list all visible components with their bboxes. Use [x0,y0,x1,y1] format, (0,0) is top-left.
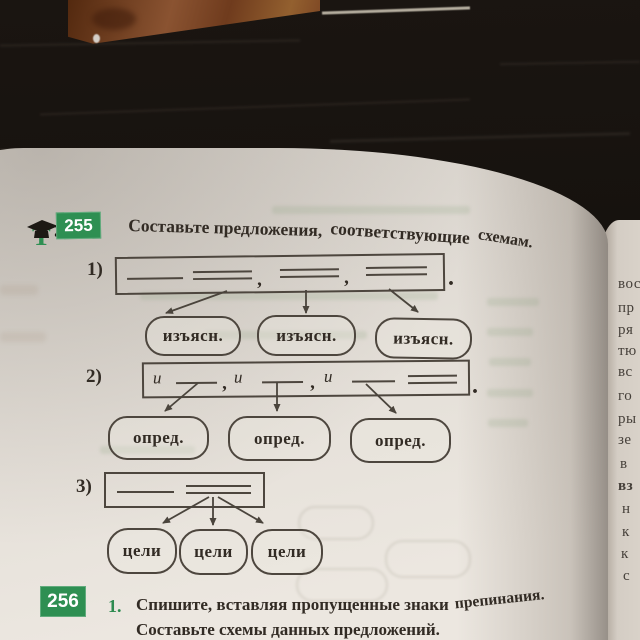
show-through-text [272,206,470,214]
show-through-text [487,389,533,397]
show-through-text [140,292,438,300]
clause-tag-pill: опред. [228,416,331,461]
subject-line [117,491,174,493]
show-through-text [488,419,528,427]
table-grain [40,98,470,116]
facing-page-text-fragment: го [618,388,633,404]
scheme-2-box: и , и , и [141,359,471,399]
facing-page-text-fragment: зе [618,432,632,448]
exercise-255-title: Составьте предложения, соответствующие с… [128,215,534,252]
facing-page-text-fragment: к [622,524,630,540]
facing-page-text-fragment: вз [618,478,634,494]
conjunction-i: и [323,366,333,386]
clause-tag-pill: изъясн. [145,316,241,356]
facing-page-text-fragment: пр [618,300,635,316]
predicate-line [365,266,428,276]
show-through-text [100,446,195,454]
sentence-period: . [448,265,454,291]
predicate-line [186,485,251,494]
book-corner-speck [93,34,100,43]
comma: , [221,372,227,394]
facing-page-text-fragment: ря [618,322,634,338]
predicate-line [279,268,340,278]
clause-tag-pill: изъясн. [257,315,356,356]
comma: , [309,371,315,393]
show-through-shape [385,540,471,578]
book-cover-stain [92,8,136,30]
clause-tag-pill: опред. [350,418,451,463]
comma: , [343,267,349,289]
subject-line [262,381,304,384]
table-grain [0,39,300,47]
show-through-text [489,358,531,366]
sentence-period: . [472,373,478,399]
show-through-text [487,328,533,336]
predicate-line [192,270,253,281]
scheme-3-label: 3) [76,476,92,497]
facing-page-text-fragment: с [623,568,631,584]
facing-page-text-fragment: в [620,456,628,472]
clause-tag-pill: опред. [108,416,209,460]
table-grain [330,132,630,143]
facing-page-text-fragment: вос [618,276,640,292]
show-through-text [205,331,367,339]
instruction-text: Спишите, вставляя пропущенные знаки [136,595,449,614]
exercise-number-badge: 256 [40,586,86,617]
scheme-1-label: 1) [87,259,103,280]
show-through-shape [296,568,388,602]
scheme-3-box [104,472,265,508]
facing-page-text-fragment: ры [618,411,637,427]
subject-line [352,380,396,383]
clause-tag-pill: цели [251,529,323,575]
exercise-256-instruction-line2: Составьте схемы данных предложений. [136,620,440,640]
instruction-text: Составьте схемы данных предложений. [136,620,440,639]
clause-tag-pill: цели [179,529,248,575]
show-through-shape [298,506,374,540]
predicate-line [407,374,458,385]
clause-tag-pill: изъясн. [374,317,473,360]
facing-page-text-fragment: вс [618,364,633,380]
graduation-cap-T-icon: T [27,220,59,252]
facing-page-text-fragment: тю [618,343,637,359]
page-smudge [0,285,38,295]
table-grain [499,60,640,66]
facing-page-text-fragment: к [621,546,629,562]
scheme-2-label: 2) [86,366,102,387]
exercise-number-badge: 255 [55,211,102,240]
page-smudge [0,332,46,342]
conjunction-i: и [152,368,162,388]
exercise-256-instruction-line1: Спишите, вставляя пропущенные знаки преп… [136,585,554,615]
conjunction-i: и [233,367,243,387]
show-through-text [487,298,539,306]
clause-tag-pill: цели [107,528,177,574]
scheme-1-box: , , [114,252,446,296]
subject-line [176,381,218,385]
comma: , [256,269,262,291]
item-number: 1. [108,596,122,616]
facing-page-text-fragment: н [622,501,631,517]
subject-line [127,277,184,280]
